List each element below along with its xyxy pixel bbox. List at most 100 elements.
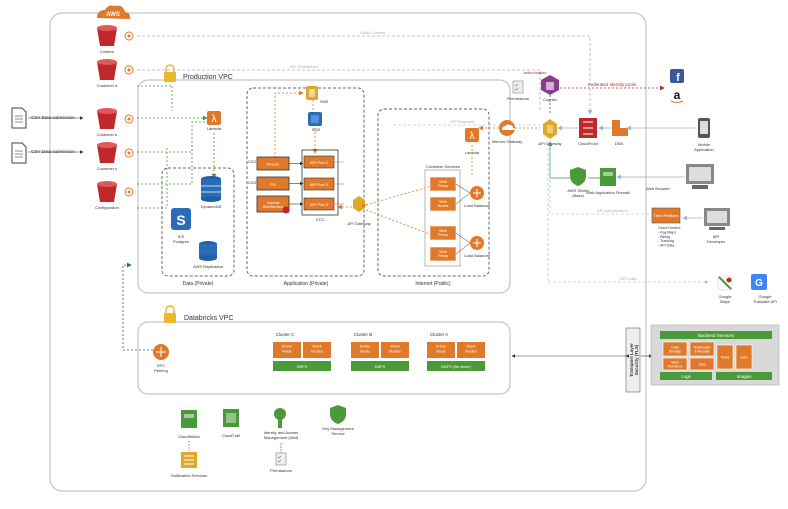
dns-icon [612, 120, 628, 136]
databricks-vpc-title: Databricks VPC [184, 315, 233, 322]
dynamodb-icon [201, 176, 221, 202]
svg-text:G: G [755, 278, 763, 289]
cloudfront-icon [579, 118, 597, 138]
edge-api-requests: API Requests [450, 119, 474, 124]
lambda-icon: λ [207, 111, 221, 125]
api-port-label: API Port 2 [310, 182, 329, 187]
web-browser-label: Web Browser [646, 186, 671, 191]
internal-ws-badge-icon [282, 206, 290, 214]
api-gateway-inner-label: API Gateway [347, 221, 370, 226]
dbfs-box [273, 361, 331, 371]
subnet-app-label: Application (Private) [284, 281, 329, 287]
iam-permissions-icon [275, 452, 287, 466]
aws-badge: AWS [97, 5, 131, 19]
images-label: Images [737, 374, 753, 379]
cloudtrail-icon [223, 409, 239, 427]
production-vpc-lock-icon [164, 64, 176, 82]
cloudwatch-label: CloudWatch [178, 434, 200, 439]
kms-icon [330, 405, 346, 424]
production-vpc-title: Production VPC [183, 74, 233, 81]
backend-item-box [662, 341, 688, 357]
s3-postgres-icon: S [171, 208, 191, 230]
load-balancer-1-icon [470, 186, 484, 200]
worker-nodes-box [457, 342, 485, 358]
edge-api-calls: API Calls [620, 276, 636, 281]
bucket-event-icon [124, 65, 134, 75]
csv-doc-2 [11, 142, 27, 164]
cluster-title: Cluster B [354, 332, 373, 337]
iam-key-icon [274, 408, 286, 428]
lambda-public-icon: λ [465, 128, 479, 142]
facebook-icon: f [670, 69, 684, 84]
container-services [424, 169, 461, 267]
driver-node-box [351, 342, 379, 358]
backend-item-label: Jobs [740, 356, 748, 360]
bucket-label: Customer b [97, 132, 118, 137]
bucket-event-icon [124, 114, 134, 124]
federated-identity-label: Federated Identity pools [588, 82, 637, 87]
edge-api-authorization: API Authorization [597, 208, 628, 213]
subnet-data-label: Data (Private) [183, 281, 214, 287]
subnet-internet-label: Internet (Public) [415, 281, 451, 287]
dns-label: DNS [615, 141, 624, 146]
s3-bucket-icon [97, 25, 117, 46]
backend-services-header [660, 331, 772, 339]
csv-label-1: CSV Data submission [31, 115, 75, 120]
s3-bucket-icon [97, 181, 117, 202]
cloudfront-label: CloudFront [578, 141, 599, 146]
backend-item-box [689, 341, 715, 357]
aws-replication-icon [199, 241, 217, 261]
aws-replication-label: AWS Replication [193, 264, 223, 269]
aws-cloud-boundary [49, 12, 647, 492]
load-balancer-2-label: Load Balancer [464, 253, 490, 258]
svg-text:S: S [176, 212, 185, 228]
bucket-event-icon [124, 148, 134, 158]
subnet-internet-public [377, 108, 490, 277]
api-gateway-icon [543, 119, 557, 139]
worker-nodes-box [381, 342, 409, 358]
internet-gateway-label: Internet Gateway [492, 139, 522, 144]
databricks-vpc [137, 321, 511, 395]
svg-text:f: f [676, 72, 680, 84]
lambda-public-label: Lambda [465, 150, 480, 155]
mobile-app-icon [698, 118, 710, 138]
subnet-data-private [161, 167, 235, 277]
bucket-event-icon [124, 187, 134, 197]
cg2-tag: CG2 [248, 180, 257, 185]
csv-label-2: CSV Data submission [31, 149, 75, 154]
svg-text:λ: λ [212, 114, 217, 125]
s3-bucket-icon [97, 142, 117, 163]
dbfs-box [351, 361, 409, 371]
dbfs-label: DBFS (file store) [441, 364, 471, 369]
svg-text:λ: λ [470, 131, 475, 142]
sqs-label: SQS [312, 127, 321, 132]
tls-label: Transport LayerSecurity (TLS) [629, 343, 639, 377]
internet-gateway-icon [499, 120, 515, 136]
s3-bucket-icon [97, 108, 117, 129]
dbfs-label: DBFS [375, 364, 386, 369]
app-service-label: Kin [270, 183, 276, 187]
svg-text:a: a [674, 88, 681, 102]
aws-shield-label: AWS Shield(Base) [567, 188, 588, 198]
third-platform-box [651, 207, 681, 224]
api-port-label: API Port 1 [310, 160, 329, 165]
notification-services-icon [181, 452, 197, 468]
ec2-group-label: EC2 [316, 217, 325, 222]
